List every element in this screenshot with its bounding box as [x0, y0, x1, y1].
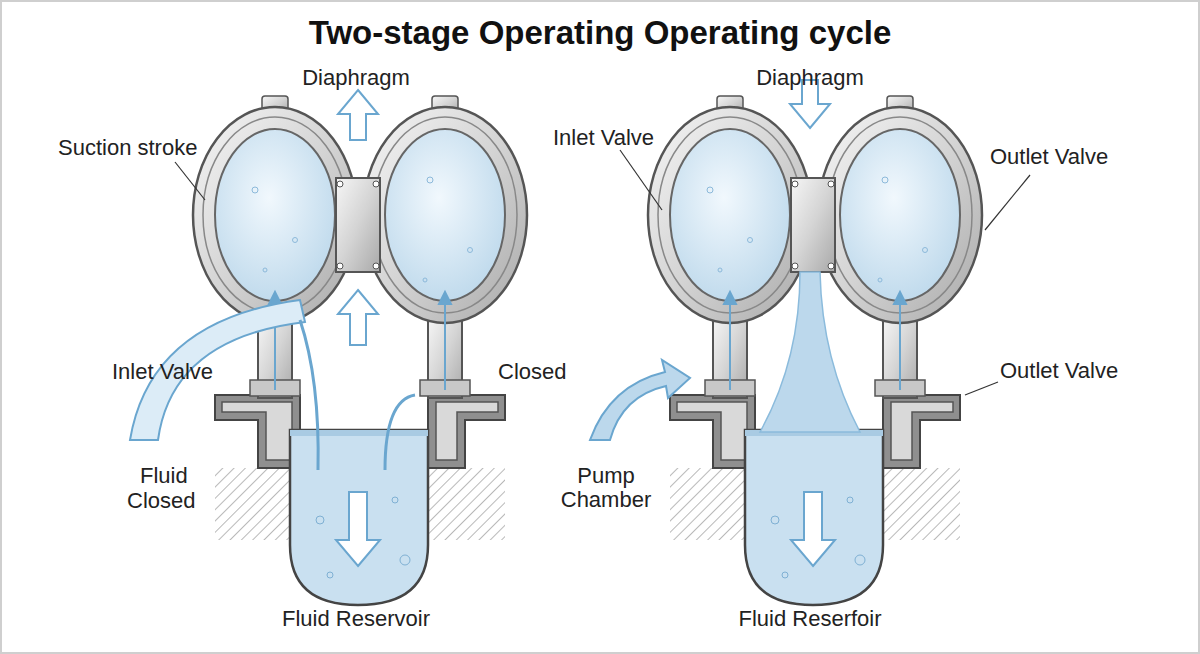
- flow-line: [300, 320, 318, 470]
- part-label: Diaphragm: [756, 66, 864, 90]
- fluid-stream: [760, 272, 860, 432]
- part-label: Outlet Valve: [1000, 359, 1118, 383]
- part-label: Inlet Valve: [553, 126, 654, 150]
- part-label: Suction stroke: [58, 136, 197, 160]
- part-label: Fluid: [140, 464, 188, 488]
- part-label: Fluid Reserfoir: [738, 607, 881, 631]
- down-arrow: [336, 492, 380, 566]
- leader-line: [620, 150, 662, 210]
- part-label: Fluid Reservoir: [282, 607, 430, 631]
- leader-line: [965, 382, 998, 395]
- part-label: Inlet Valve: [112, 360, 213, 384]
- inlet-arrow: [590, 360, 690, 440]
- part-label: Outlet Valve: [990, 145, 1108, 169]
- leader-line: [985, 175, 1030, 230]
- part-label: Pump Chamber: [551, 464, 661, 512]
- part-label: Closed: [498, 360, 566, 384]
- part-label: Closed: [127, 489, 195, 513]
- part-label: Diaphragm: [302, 66, 410, 90]
- diagram-title: Two-stage Operating Operating cycle: [309, 14, 892, 52]
- down-arrow: [791, 492, 835, 566]
- pump-right: [648, 96, 982, 605]
- up-arrow: [338, 90, 378, 140]
- leader-line: [175, 162, 205, 200]
- flow-line: [385, 395, 415, 470]
- pump-left: [193, 96, 527, 605]
- up-arrow: [338, 290, 378, 345]
